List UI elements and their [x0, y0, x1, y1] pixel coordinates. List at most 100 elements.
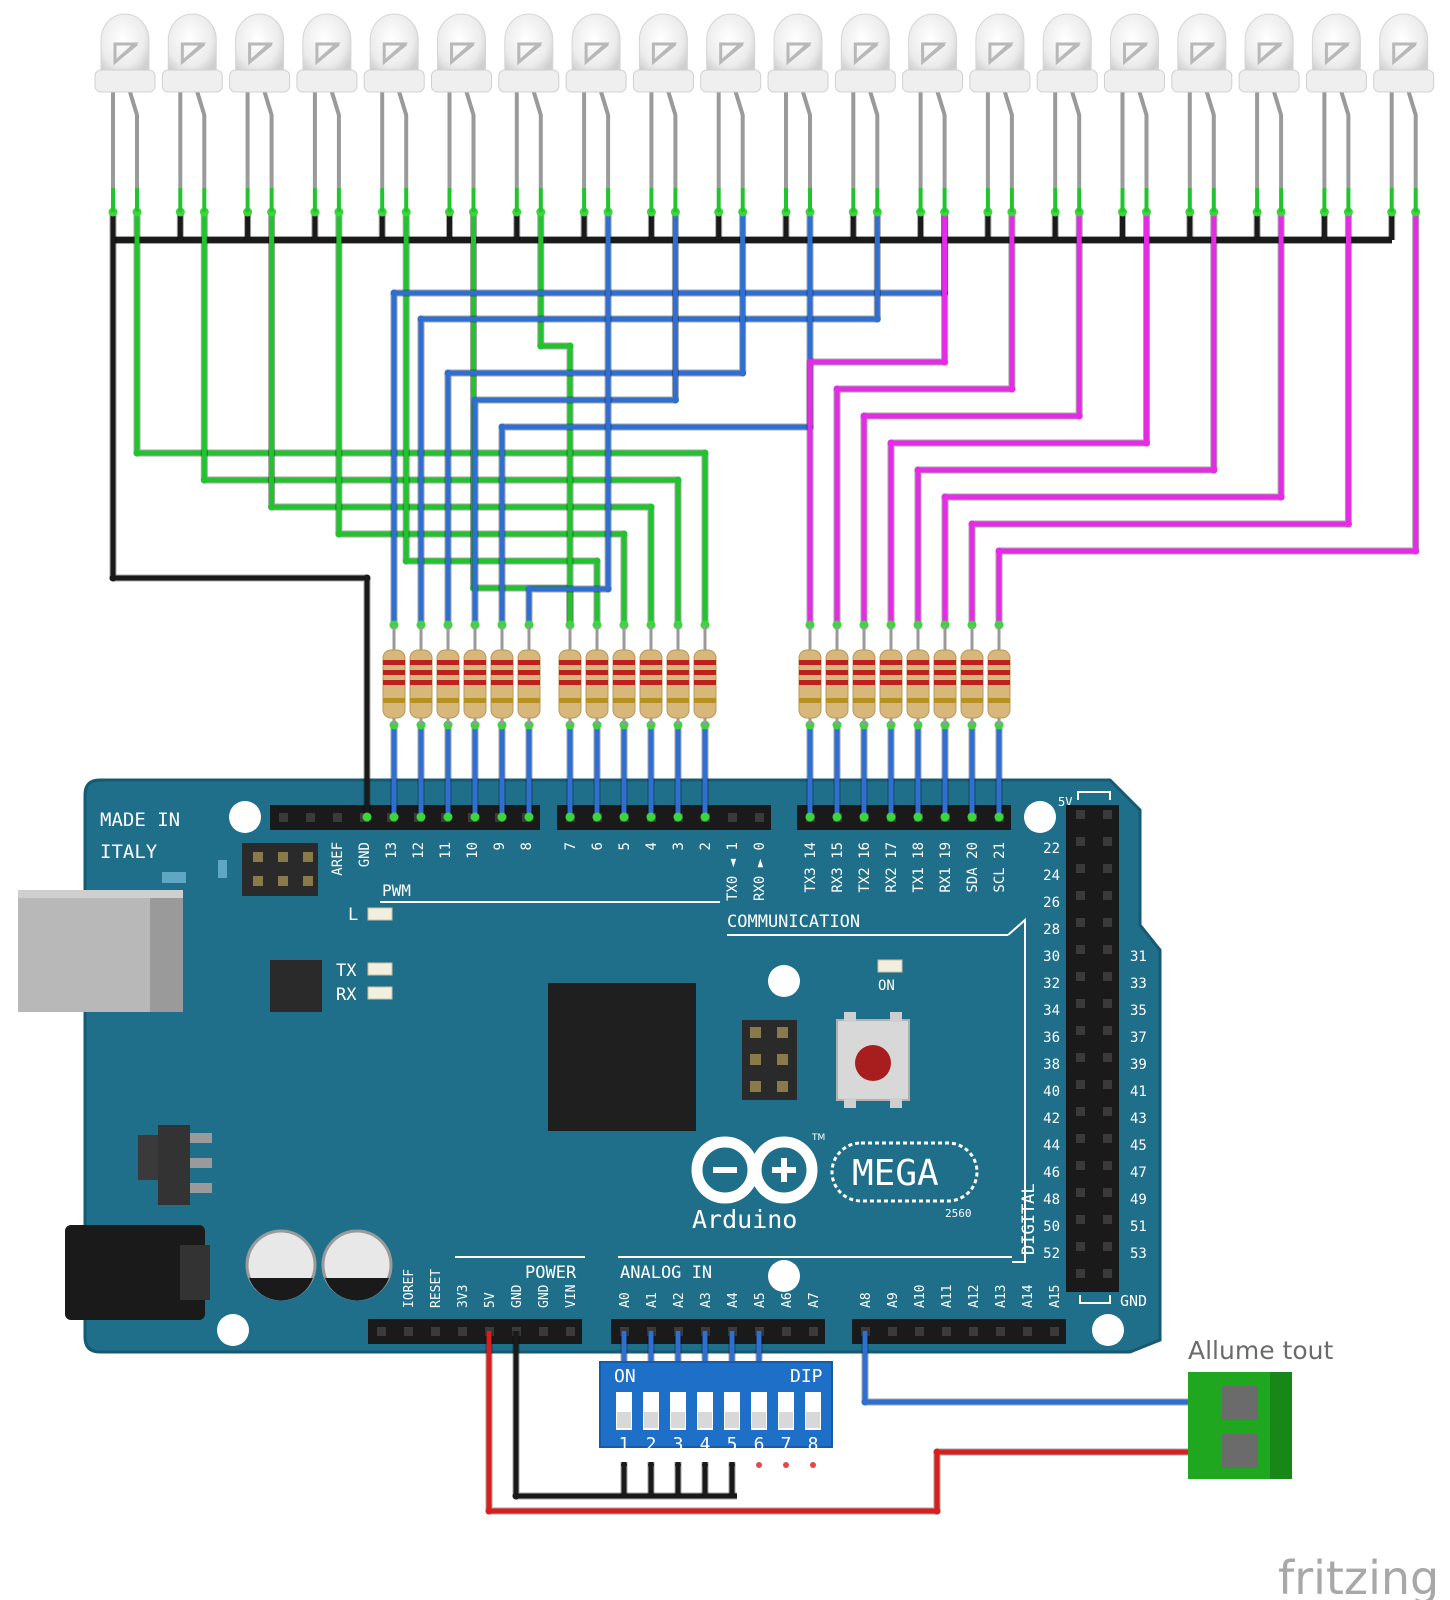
- wire-bend: [1143, 439, 1150, 447]
- resistor: [987, 625, 1011, 725]
- pin-label: 6: [590, 842, 606, 850]
- pin-label: 12: [411, 842, 427, 859]
- wire-end: [592, 812, 602, 822]
- header-pin: [942, 1327, 951, 1336]
- pin-label: RX1 19: [938, 842, 954, 893]
- pin-label: 47: [1130, 1165, 1147, 1181]
- wire-end: [619, 812, 629, 822]
- resistor-row: [382, 625, 1011, 725]
- dip-pin: [810, 1462, 816, 1468]
- led: [834, 13, 896, 212]
- main-microcontroller: [548, 983, 696, 1131]
- wire-bend: [739, 369, 747, 377]
- header-pin: [1076, 1161, 1085, 1170]
- resistor: [933, 625, 957, 725]
- dip-toggle[interactable]: [671, 1412, 685, 1428]
- dip-toggle[interactable]: [779, 1412, 793, 1428]
- header-pin: [1103, 1026, 1112, 1035]
- model-label: 2560: [945, 1207, 972, 1220]
- pin-label: IOREF: [402, 1269, 417, 1308]
- wire-bend: [512, 1492, 520, 1500]
- header-pin: [431, 1327, 440, 1336]
- analog-in-label: ANALOG IN: [620, 1263, 712, 1283]
- wire-bend: [806, 358, 814, 366]
- resistor: [906, 625, 930, 725]
- led: [431, 13, 492, 212]
- led: [1373, 13, 1435, 212]
- header-pin: [1076, 918, 1085, 927]
- dip-pin: [783, 1462, 789, 1468]
- header-pin: [1076, 1107, 1085, 1116]
- pin-label: TX3 14: [803, 842, 819, 893]
- reset-button[interactable]: [836, 1012, 910, 1108]
- wire-bend: [444, 369, 452, 377]
- header-pin: [1103, 1269, 1112, 1278]
- pin-label: 33: [1130, 976, 1147, 992]
- pin-label: 7: [563, 842, 579, 850]
- dip-number: 6: [754, 1434, 765, 1455]
- resistor: [825, 625, 849, 725]
- dip-toggle[interactable]: [752, 1412, 766, 1428]
- led: [700, 13, 762, 212]
- made-in-label: ITALY: [100, 841, 158, 863]
- gnd-label: GND: [1120, 1292, 1147, 1310]
- dip-toggle[interactable]: [644, 1412, 658, 1428]
- pin-label: 45: [1130, 1138, 1147, 1154]
- wire-bend: [363, 574, 371, 582]
- resistor: [960, 625, 984, 725]
- pin-label: A11: [940, 1285, 955, 1308]
- pin-label: 34: [1043, 1003, 1060, 1019]
- icsp-header: [242, 843, 318, 896]
- icsp-header: [742, 1020, 797, 1100]
- mount-hole: [229, 801, 261, 833]
- status-led-on: [877, 959, 903, 973]
- wire: [915, 212, 1217, 625]
- resistor: [382, 625, 406, 725]
- dip-toggle[interactable]: [725, 1412, 739, 1428]
- wire: [526, 212, 611, 625]
- status-led-tx: [367, 962, 393, 976]
- dip-pin: [675, 1462, 681, 1468]
- wire-bend: [498, 423, 506, 431]
- dip-number: 4: [700, 1434, 711, 1455]
- pin-label: 30: [1043, 949, 1060, 965]
- pin-label: 31: [1130, 949, 1147, 965]
- wire: [969, 212, 1351, 625]
- mega-label: MEGA: [852, 1153, 939, 1194]
- wire-bend: [200, 476, 208, 484]
- led: [161, 13, 223, 212]
- arduino-logo: Arduino TM: [691, 1133, 825, 1234]
- wire-end: [416, 812, 426, 822]
- header-pin: [306, 813, 315, 822]
- pin-label: 42: [1043, 1111, 1060, 1127]
- pin-label: 38: [1043, 1057, 1060, 1073]
- pin-label: 52: [1043, 1246, 1060, 1262]
- header-pin: [1023, 1327, 1032, 1336]
- pin-label: 9: [492, 842, 508, 850]
- header-pin: [809, 1327, 818, 1336]
- header-pin: [755, 813, 764, 822]
- pin-label: 41: [1130, 1084, 1147, 1100]
- led: [565, 13, 627, 212]
- dip-toggle[interactable]: [806, 1412, 820, 1428]
- dip-pin: [648, 1462, 654, 1468]
- wire-end: [967, 812, 977, 822]
- wire-bend: [861, 1398, 869, 1406]
- wire-end: [497, 812, 507, 822]
- header-pin: [1076, 1080, 1085, 1089]
- dip-toggle[interactable]: [698, 1412, 712, 1428]
- wires: [108, 207, 1421, 1515]
- led: [94, 13, 156, 212]
- pin-label: A12: [967, 1285, 982, 1308]
- wire-bend: [335, 530, 343, 538]
- pin-label: 46: [1043, 1165, 1060, 1181]
- dip-number: 3: [673, 1434, 684, 1455]
- voltage-regulator: [138, 1125, 212, 1205]
- header-pin: [728, 813, 737, 822]
- wire-end: [389, 812, 399, 822]
- led: [363, 13, 425, 212]
- wire-end: [443, 812, 453, 822]
- dip-toggle[interactable]: [617, 1412, 631, 1428]
- mount-hole: [217, 1314, 249, 1346]
